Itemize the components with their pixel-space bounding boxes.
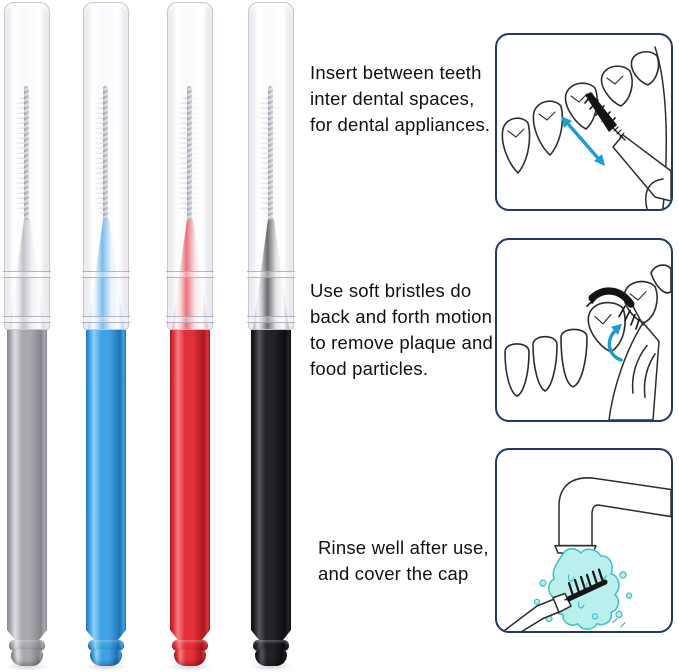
instruction-line: Insert between teeth [310,62,482,83]
instruction-line: Use soft bristles do [310,280,472,301]
brush-end-cap [90,649,122,666]
brush-being-rinsed-icon [502,568,608,631]
brush-end-ring [172,640,208,651]
rinse-under-water-diagram [495,448,673,633]
brush-end-ring [9,640,45,651]
cap-rim [166,271,214,278]
instruction-line: for dental appliances. [310,114,491,135]
brush-handle-taper [251,630,291,641]
cap-rim [82,316,130,323]
instruction-line: inter dental spaces, [310,88,475,109]
brush-in-gap-icon [584,92,671,209]
instruction-insert-text: Insert between teeth inter dental spaces… [310,60,490,138]
brush-shadow [168,662,212,671]
brush-shadow [84,662,128,671]
cap-rim [166,316,214,323]
brush-shadow [249,662,293,671]
brush-handle-taper [170,630,210,641]
interdental-brush-black [241,0,301,672]
cap-rim [247,316,295,323]
back-and-forth-motion-diagram [495,238,673,422]
interdental-brush-gray [0,0,57,672]
in-out-arrow-icon [561,116,605,166]
insert-between-teeth-diagram [495,33,673,211]
teeth-row [501,51,660,174]
brush-handle-taper [7,630,47,641]
brush-handle [7,330,47,630]
teeth-insert-illustration [501,46,671,209]
cap-rim [3,271,51,278]
brush-shadow [5,662,49,671]
brush-protective-cap [167,2,213,330]
water-splash-icon [533,548,633,630]
instruction-line: Rinse well after use, [318,537,489,558]
brush-protective-cap [83,2,129,330]
brush-end-ring [253,640,289,651]
instruction-motion-text: Use soft bristles do back and forth moti… [310,278,493,382]
brush-handle-taper [86,630,126,641]
instruction-line: to remove plaque and [310,332,493,353]
instruction-line: and cover the cap [318,563,469,584]
brush-end-cap [11,649,43,666]
brush-protective-cap [248,2,294,330]
cap-rim [247,271,295,278]
teeth-motion-illustration [504,264,671,420]
brush-end-cap [174,649,206,666]
rotation-arrow-icon [607,323,623,362]
cap-rim [82,271,130,278]
interdental-brush-red [160,0,220,672]
instruction-rinse-text: Rinse well after use, and cover the cap [318,535,489,587]
instruction-line: back and forth motion [310,306,493,327]
hand-with-handle [608,321,660,420]
brush-handle [86,330,126,630]
brush-end-ring [88,640,124,651]
interdental-brush-blue [76,0,136,672]
brush-protective-cap [4,2,50,330]
brush-handle [170,330,210,630]
cap-rim [3,316,51,323]
brush-end-cap [255,649,287,666]
brush-over-tooth-icon [586,287,644,330]
instruction-line: food particles. [310,358,429,379]
teeth-row [504,264,671,398]
brush-handle [251,330,291,630]
rinse-illustration [502,477,671,631]
faucet-icon [554,477,671,554]
